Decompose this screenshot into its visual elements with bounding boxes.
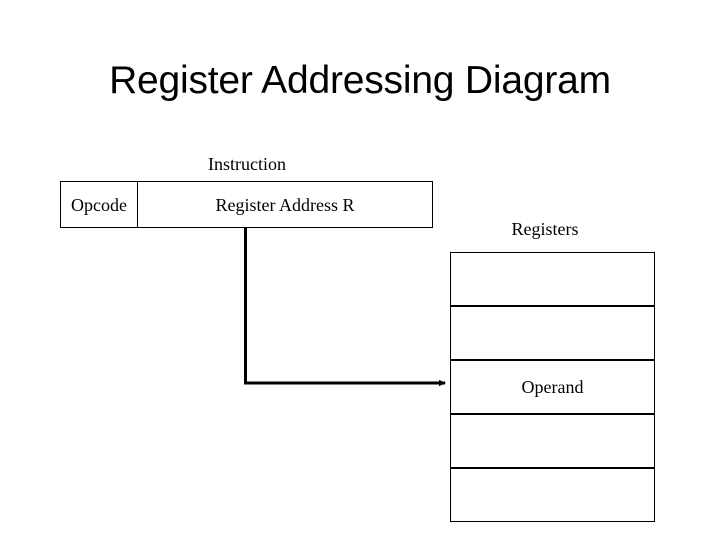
instruction-field-register-address: Register Address R [215, 194, 355, 215]
register-row [451, 469, 654, 521]
registers-table: Operand [450, 252, 655, 522]
instruction-box: Opcode Register Address R [60, 181, 433, 228]
page-title: Register Addressing Diagram [109, 59, 611, 102]
registers-caption: Registers [511, 219, 579, 239]
instruction-field-opcode: Opcode [61, 182, 138, 227]
register-row [451, 307, 654, 361]
register-row-operand: Operand [451, 361, 654, 415]
register-row [451, 253, 654, 307]
instruction-caption: Instruction [208, 154, 286, 174]
register-row [451, 415, 654, 469]
